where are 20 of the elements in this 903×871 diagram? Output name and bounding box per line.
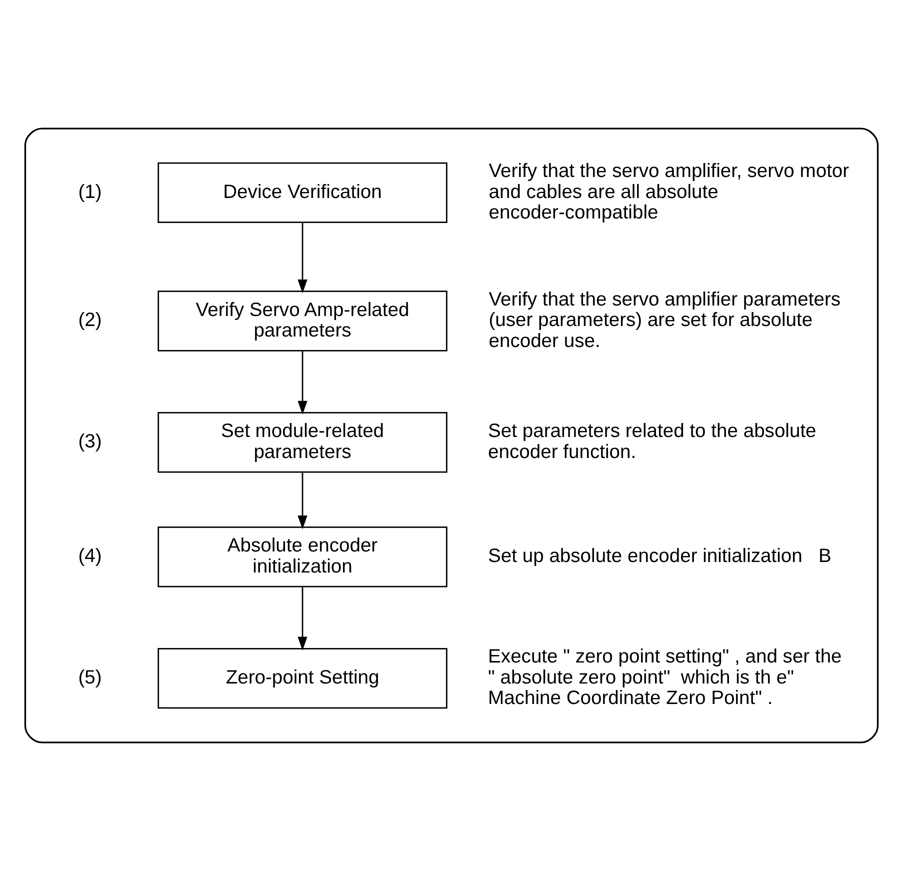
node-label: (3) [78, 432, 102, 452]
node-label: Set up absolute encoder initialization B [488, 546, 832, 568]
arrow [298, 222, 308, 294]
node-label: Set parameters related to the absolute encoder function. [488, 421, 816, 463]
node-label: Execute " zero point setting" , and ser the " absolute zero point" which is th e" Machine Coordinate Zero Point" . [488, 646, 842, 710]
node-label: Verify that the servo amplifier, servo motor and cables are all absolute encoder-compatible [488, 161, 850, 224]
node-label: (4) [78, 546, 102, 568]
node-box: Set module-related parameters [158, 412, 448, 473]
cluster [24, 128, 879, 744]
arrow [298, 351, 308, 415]
node-label: (5) [78, 667, 102, 688]
node-label: Verify that the servo amplifier parameters (user parameters) are set for absolute encoder use. [488, 289, 841, 352]
node-box: Device Verification [158, 162, 448, 224]
node-box: Zero-point Setting [158, 648, 448, 709]
arrow [298, 587, 308, 651]
node-box: Verify Servo Amp-related parameters [158, 290, 448, 352]
node-label: (2) [78, 310, 102, 332]
node-label: (1) [78, 182, 102, 203]
node-box: Absolute encoder initialization [158, 526, 448, 588]
arrow [298, 472, 308, 530]
